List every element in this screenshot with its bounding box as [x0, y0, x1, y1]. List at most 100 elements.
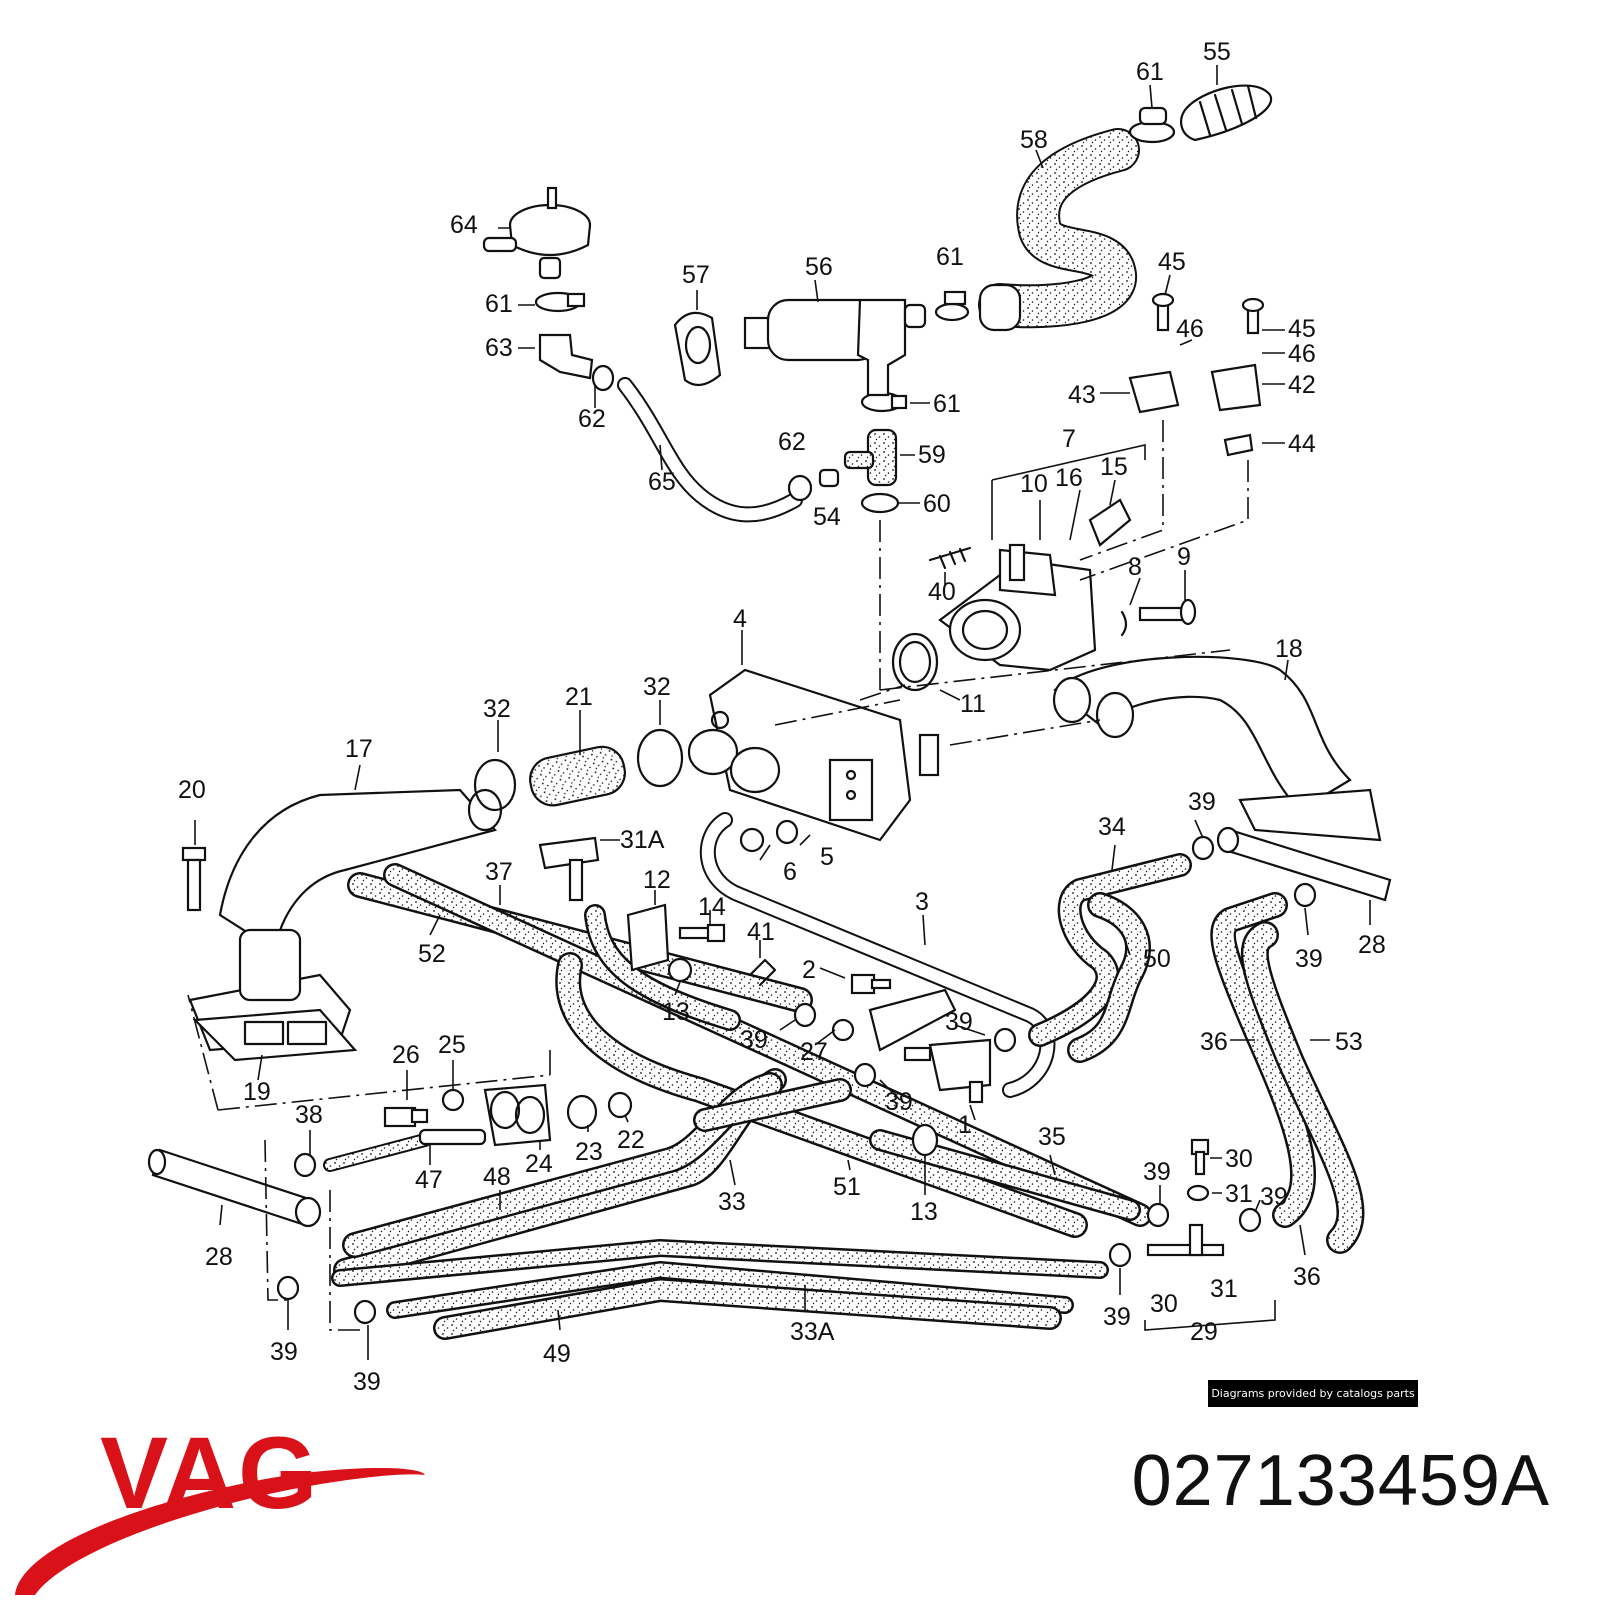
callout-33A: 33A	[790, 1318, 835, 1346]
callout-27: 27	[800, 1038, 828, 1066]
callout-2: 2	[802, 956, 816, 984]
callout-58: 58	[1020, 126, 1048, 154]
callout-24: 24	[525, 1150, 553, 1178]
callout-39: 39	[353, 1368, 381, 1396]
callout-23: 23	[575, 1138, 603, 1166]
callout-30: 30	[1150, 1290, 1178, 1318]
part-1-regulator	[903, 1038, 992, 1104]
callout-31: 31	[1210, 1275, 1238, 1303]
callout-1: 1	[958, 1111, 972, 1139]
callout-39: 39	[1295, 945, 1323, 973]
nut-27	[831, 1018, 855, 1042]
callout-8: 8	[1128, 553, 1142, 581]
clip-39-i	[276, 1275, 300, 1301]
part-44	[1223, 433, 1254, 457]
hose-58	[978, 128, 1140, 329]
part-40	[928, 546, 972, 570]
hose-34	[1028, 853, 1192, 1047]
callout-61: 61	[933, 390, 961, 418]
part-56	[743, 298, 927, 397]
callout-22: 22	[617, 1126, 645, 1154]
part-14	[678, 923, 726, 943]
callout-29: 29	[1190, 1318, 1218, 1346]
part-57	[673, 311, 722, 387]
part-2	[850, 973, 892, 995]
clip-39-e	[853, 1062, 877, 1088]
clamp-62-a	[591, 364, 615, 392]
clamp-61-c	[934, 290, 970, 322]
clip-39-c	[793, 1002, 817, 1028]
parts	[147, 106, 1392, 1325]
clamp-61-d	[860, 391, 908, 413]
callout-57: 57	[682, 261, 710, 289]
callout-61: 61	[936, 243, 964, 271]
part-number: 027133459A	[1131, 1441, 1550, 1521]
callout-9: 9	[1177, 543, 1191, 571]
callout-17: 17	[345, 735, 373, 763]
hose-48	[342, 1072, 852, 1258]
callout-26: 26	[392, 1041, 420, 1069]
clip-39-b	[1293, 882, 1317, 908]
part-22	[607, 1091, 633, 1119]
callout-64: 64	[450, 211, 478, 239]
callout-49: 49	[543, 1340, 571, 1368]
callout-38: 38	[295, 1101, 323, 1129]
hose-3	[699, 812, 1056, 1098]
part-42	[1210, 297, 1265, 412]
callout-53: 53	[1335, 1028, 1363, 1056]
callout-34: 34	[1098, 813, 1126, 841]
callout-25: 25	[438, 1031, 466, 1059]
callout-39: 39	[885, 1088, 913, 1116]
hose-36	[1210, 892, 1316, 1228]
logo-text: VAG	[100, 1416, 319, 1530]
part-64	[482, 186, 592, 280]
part-4-block	[687, 668, 940, 842]
callout-39: 39	[1260, 1183, 1288, 1211]
part-41	[748, 958, 777, 987]
hose-21	[529, 745, 626, 807]
part-31A	[538, 836, 600, 902]
callout-28: 28	[1358, 931, 1386, 959]
bellows-55	[1180, 84, 1273, 142]
clip-39-j	[353, 1299, 377, 1325]
part-8	[1120, 610, 1128, 637]
clamp-61-a	[534, 291, 586, 313]
hose-50	[1067, 892, 1151, 1063]
callout-46: 46	[1288, 340, 1316, 368]
callout-12: 12	[643, 866, 671, 894]
callout-18: 18	[1275, 635, 1303, 663]
part-29-tee	[1146, 1138, 1225, 1257]
callout-labels: 64 61 63 62 65 57 56 61 58 61 55 45 46 4…	[178, 38, 1386, 1396]
leader-lines	[187, 65, 1371, 1360]
part-11	[891, 632, 939, 692]
hoses	[323, 84, 1365, 1340]
callout-4: 4	[733, 605, 747, 633]
callout-11: 11	[960, 690, 986, 718]
callout-55: 55	[1203, 38, 1231, 66]
washer-5	[775, 819, 799, 845]
callout-39: 39	[740, 1026, 768, 1054]
nut-6	[739, 827, 765, 853]
callout-32: 32	[643, 673, 671, 701]
clip-39-a	[1191, 835, 1215, 861]
clamp-32-a	[473, 758, 517, 812]
callout-14: 14	[698, 893, 726, 921]
hose-47	[323, 1133, 432, 1172]
part-25	[441, 1088, 465, 1112]
callout-36: 36	[1293, 1263, 1321, 1291]
callout-61: 61	[1136, 58, 1164, 86]
hose-13	[584, 904, 741, 1031]
callout-16: 16	[1055, 464, 1083, 492]
clip-39-f	[1146, 1202, 1170, 1228]
vag-logo: VAG	[15, 1416, 425, 1595]
part-9	[1138, 598, 1197, 626]
part-19-gasket	[192, 1008, 358, 1062]
callout-39: 39	[945, 1008, 973, 1036]
callout-52: 52	[418, 940, 446, 968]
callout-56: 56	[805, 253, 833, 281]
hose-37	[383, 863, 1152, 1227]
callout-60: 60	[923, 490, 951, 518]
callout-46: 46	[1176, 315, 1204, 343]
callout-50: 50	[1143, 945, 1171, 973]
